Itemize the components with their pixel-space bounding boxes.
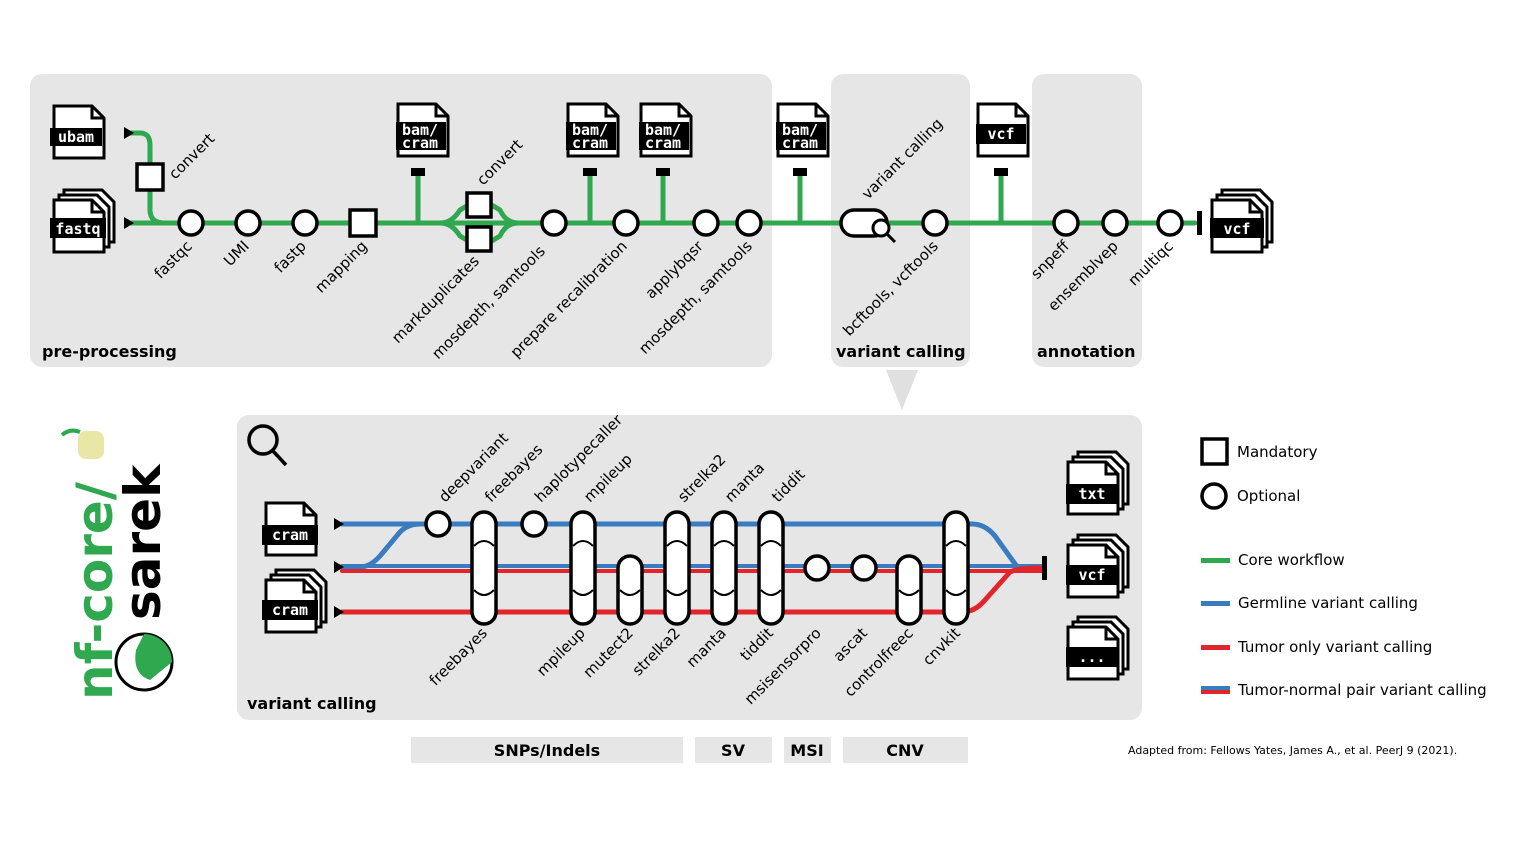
node-mpileup xyxy=(569,510,597,626)
legend-tumor-only: Tumor only variant calling xyxy=(1237,638,1432,656)
file-vcf-icon: vcf xyxy=(976,102,1030,158)
pill-dividers xyxy=(473,540,967,596)
category-bars: SNPs/Indels SV MSI CNV xyxy=(411,737,968,763)
category-msi-label: MSI xyxy=(790,741,823,760)
node-snpeff xyxy=(1052,209,1080,237)
legend-optional-icon xyxy=(1200,482,1228,510)
category-snps-indels xyxy=(411,737,683,763)
svg-text:bam/: bam/ xyxy=(402,121,438,139)
category-cnv-label: CNV xyxy=(886,741,924,760)
section-vc-detail: variant calling xyxy=(247,694,377,713)
svg-text:cram: cram xyxy=(272,526,308,544)
node-mosdepth-2 xyxy=(735,209,763,237)
section-preprocessing: pre-processing xyxy=(42,342,177,361)
node-manta xyxy=(710,510,738,626)
node-haplotypecaller xyxy=(520,510,548,538)
legend-tumor-only-swatch xyxy=(1201,645,1230,650)
file-vcf-detail-icon: vcf xyxy=(1066,533,1130,599)
magnifier-icon xyxy=(247,424,288,467)
magnifier-small-icon xyxy=(871,218,897,244)
node-bcftools xyxy=(921,209,949,237)
legend-tumor-normal: Tumor-normal pair variant calling xyxy=(1237,681,1487,699)
node-controlfreec xyxy=(895,554,923,626)
svg-text:bam/: bam/ xyxy=(782,121,818,139)
svg-text:txt: txt xyxy=(1078,485,1105,503)
node-cnvkit xyxy=(942,510,970,626)
line-terminals xyxy=(124,127,1202,235)
legend: Mandatory Optional Core workflow Germlin… xyxy=(1200,437,1487,699)
legend-germline: Germline variant calling xyxy=(1238,594,1418,612)
svg-text:vcf: vcf xyxy=(1078,566,1105,584)
file-cram-1-icon: cram xyxy=(262,501,318,557)
svg-text:cram: cram xyxy=(572,134,608,152)
svg-text:cram: cram xyxy=(645,134,681,152)
svg-text:...: ... xyxy=(1078,648,1105,666)
legend-optional: Optional xyxy=(1237,487,1300,505)
node-mutect2 xyxy=(616,554,644,626)
legend-tumor-normal-swatch-blue xyxy=(1201,686,1230,690)
node-strelka2 xyxy=(663,510,691,626)
svg-text:sarek: sarek xyxy=(114,463,172,620)
file-fastq-icon: fastq xyxy=(50,188,116,254)
node-ensemblvep xyxy=(1101,209,1129,237)
node-fastp xyxy=(291,209,319,237)
file-txt-icon: txt xyxy=(1066,450,1130,516)
section-variant-calling: variant calling xyxy=(836,342,966,361)
node-applybqsr xyxy=(692,209,720,237)
svg-text:ubam: ubam xyxy=(58,128,94,146)
category-sv xyxy=(695,737,772,763)
file-more-icon: ... xyxy=(1066,615,1130,681)
legend-core-swatch xyxy=(1201,558,1230,563)
section-annotation: annotation xyxy=(1037,342,1136,361)
svg-text:nf-core/: nf-core/ xyxy=(66,481,124,700)
category-snps-indels-label: SNPs/Indels xyxy=(494,741,600,760)
legend-mandatory-icon xyxy=(1200,437,1229,466)
sarek-logo-icon xyxy=(114,632,174,692)
svg-text:cram: cram xyxy=(782,134,818,152)
apple-icon xyxy=(60,428,81,437)
legend-germline-swatch xyxy=(1201,601,1230,606)
node-multiqc xyxy=(1156,209,1184,237)
category-msi xyxy=(784,737,831,763)
citation: Adapted from: Fellows Yates, James A., e… xyxy=(1128,744,1457,757)
zoom-arrow xyxy=(886,370,918,410)
file-bamcram-2-icon: bam/ cram xyxy=(566,102,620,158)
node-convert-2a xyxy=(465,191,493,219)
svg-text:vcf: vcf xyxy=(987,125,1014,143)
svg-text:cram: cram xyxy=(272,601,308,619)
legend-core: Core workflow xyxy=(1238,551,1345,569)
legend-tumor-normal-swatch-red xyxy=(1201,690,1230,694)
file-bamcram-4-icon: bam/ cram xyxy=(776,102,830,158)
node-mapping xyxy=(348,208,378,238)
node-fastqc xyxy=(177,209,205,237)
file-bamcram-3-icon: bam/ cram xyxy=(639,102,693,158)
svg-text:bam/: bam/ xyxy=(645,121,681,139)
svg-text:vcf: vcf xyxy=(1223,220,1250,238)
node-umi xyxy=(234,209,262,237)
node-mosdepth-1 xyxy=(540,209,568,237)
node-prepare-recal xyxy=(612,209,640,237)
file-bamcram-1-icon: bam/ cram xyxy=(396,102,450,158)
tumor-normal-line xyxy=(340,564,1044,573)
node-convert-2b xyxy=(465,225,493,253)
file-ubam-icon: ubam xyxy=(50,104,106,160)
svg-text:cram: cram xyxy=(402,134,438,152)
node-deepvariant xyxy=(424,510,452,538)
file-cram-2-icon: cram xyxy=(262,568,328,634)
file-vcf-output-icon: vcf xyxy=(1210,188,1274,254)
nf-core-logo: nf-core/ sarek xyxy=(60,428,172,700)
category-cnv xyxy=(843,737,968,763)
node-freebayes xyxy=(470,510,498,626)
svg-text:fastq: fastq xyxy=(55,220,100,238)
node-ascat xyxy=(850,554,878,582)
node-msisensorpro xyxy=(803,554,831,582)
legend-mandatory: Mandatory xyxy=(1237,443,1318,461)
detail-terminals xyxy=(334,518,1047,618)
node-tiddit xyxy=(757,510,785,626)
node-convert-1 xyxy=(135,162,165,192)
svg-text:bam/: bam/ xyxy=(572,121,608,139)
category-sv-label: SV xyxy=(721,741,746,760)
